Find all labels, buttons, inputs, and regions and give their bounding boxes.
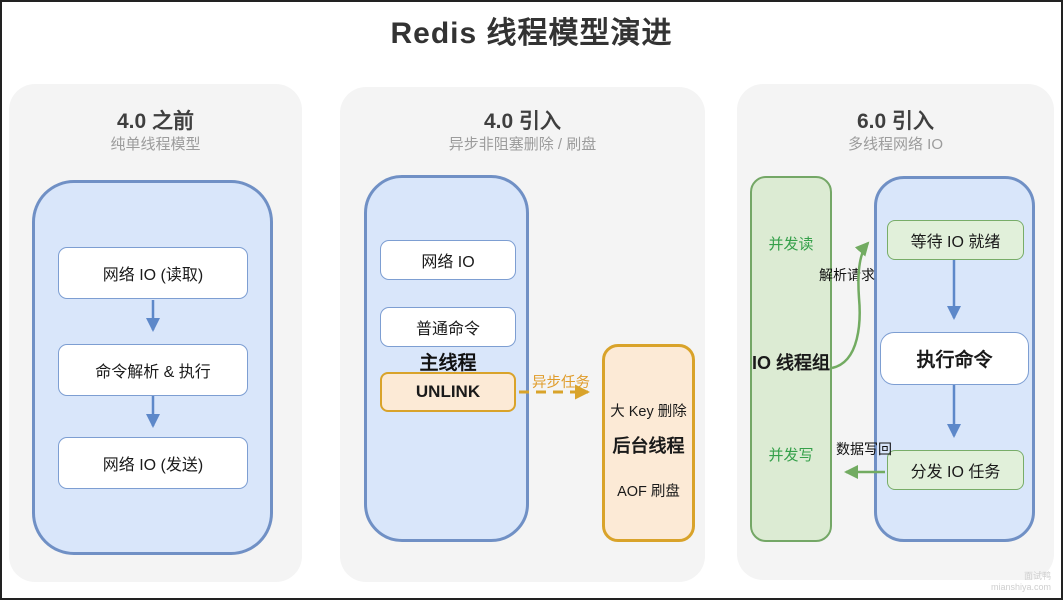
command-parse-exec-box: 命令解析 & 执行 xyxy=(58,344,248,396)
panel-before-4-subtitle: 纯单线程模型 xyxy=(110,136,201,153)
panel-4-0-subtitle: 异步非阻塞删除 / 刷盘 xyxy=(448,136,597,153)
normal-command-box: 普通命令 xyxy=(380,307,516,347)
wait-io-ready-box: 等待 IO 就绪 xyxy=(887,220,1024,260)
main-thread-label: 主线程 xyxy=(419,353,477,374)
background-thread-container xyxy=(602,344,695,542)
aof-flush-label: AOF 刷盘 xyxy=(617,484,680,500)
async-task-arrow-label: 异步任务 xyxy=(532,375,590,391)
execute-command-box: 执行命令 xyxy=(880,332,1029,385)
watermark-brand: 面试鸭 xyxy=(1023,571,1051,581)
watermark: 面试鸭 mianshiya.com xyxy=(991,571,1051,593)
io-thread-group-container xyxy=(750,176,832,542)
big-key-delete-label: 大 Key 删除 xyxy=(610,404,687,420)
network-io-read-box: 网络 IO (读取) xyxy=(58,247,248,299)
main-thread-container xyxy=(364,175,529,542)
concurrent-read-label: 并发读 xyxy=(768,236,814,253)
watermark-site: mianshiya.com xyxy=(990,582,1051,592)
panel-4-0-title: 4.0 引入 xyxy=(483,110,562,133)
io-thread-group-label: IO 线程组 xyxy=(751,353,830,373)
page-title: Redis 线程模型演进 xyxy=(390,17,673,50)
network-io-send-box: 网络 IO (发送) xyxy=(58,437,248,489)
background-thread-label: 后台线程 xyxy=(612,436,685,456)
network-io-box: 网络 IO xyxy=(380,240,516,280)
concurrent-write-label: 并发写 xyxy=(768,447,814,464)
data-writeback-arrow-label: 数据写回 xyxy=(836,441,892,457)
dispatch-io-task-box: 分发 IO 任务 xyxy=(887,450,1024,490)
unlink-box: UNLINK xyxy=(380,372,516,412)
panel-6-0-subtitle: 多线程网络 IO xyxy=(847,136,943,153)
panel-6-0-title: 6.0 引入 xyxy=(856,110,935,133)
panel-before-4-title: 4.0 之前 xyxy=(116,110,195,133)
parse-request-arrow-label: 解析请求 xyxy=(819,267,875,283)
